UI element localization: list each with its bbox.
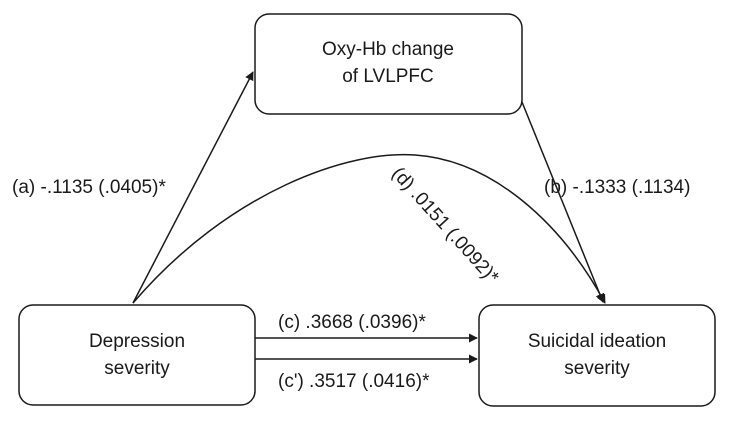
path-c-label: (c) .3668 (.0396)* — [278, 312, 426, 333]
predictor-label-line2: severity — [104, 358, 170, 379]
outcome-label-line2: severity — [564, 358, 630, 379]
path-d-arrow — [132, 153, 606, 304]
mediator-label-line1: Oxy-Hb change — [322, 39, 454, 60]
predictor-label-line1: Depression — [89, 331, 185, 352]
path-b-label: (b) -.1333 (.1134) — [544, 177, 690, 198]
path-a-arrow — [132, 71, 254, 304]
outcome-label-line1: Suicidal ideation — [528, 331, 666, 352]
outcome-node: Suicidal ideation severity — [478, 304, 716, 407]
path-c-prime-label: (c') .3517 (.0416)* — [278, 371, 430, 392]
mediator-label-line2: of LVLPFC — [342, 66, 434, 87]
path-b-arrow — [521, 101, 605, 303]
path-d-label: (d) .0151 (.0092)* — [387, 163, 503, 288]
path-a-label: (a) -.1135 (.0405)* — [12, 177, 166, 198]
predictor-node: Depression severity — [18, 304, 256, 406]
mediator-node: Oxy-Hb change of LVLPFC — [254, 13, 523, 115]
